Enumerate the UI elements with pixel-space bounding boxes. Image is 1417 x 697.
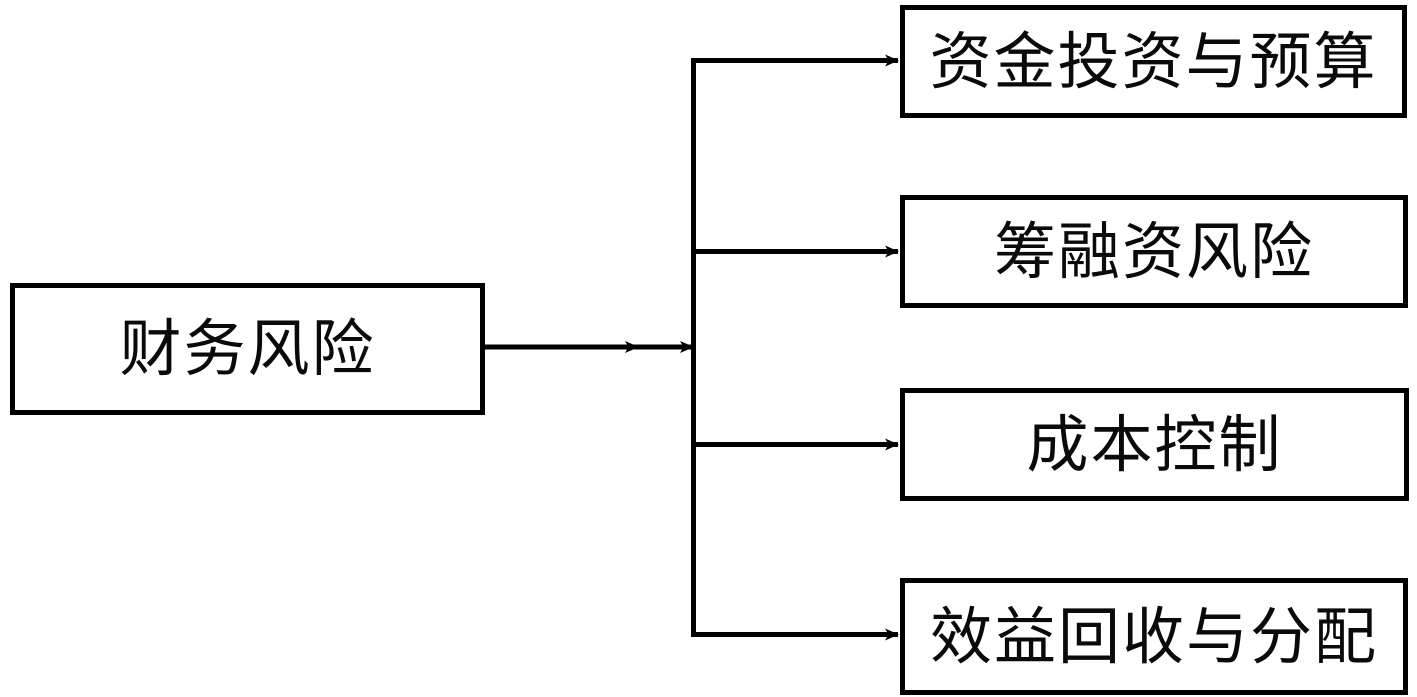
node-child-label: 资金投资与预算 (929, 24, 1378, 98)
node-child-label: 效益回收与分配 (929, 599, 1378, 673)
node-root[interactable]: 财务风险 (10, 283, 485, 415)
node-child-label: 成本控制 (1026, 407, 1283, 481)
node-child-cost-control[interactable]: 成本控制 (900, 388, 1409, 501)
node-root-label: 财务风险 (119, 312, 376, 385)
node-child-label: 筹融资风险 (993, 214, 1314, 288)
node-child-capital-investment-budget[interactable]: 资金投资与预算 (900, 5, 1407, 118)
node-child-benefit-recovery-distribution[interactable]: 效益回收与分配 (900, 578, 1408, 695)
node-child-financing-risk[interactable]: 筹融资风险 (900, 195, 1408, 308)
